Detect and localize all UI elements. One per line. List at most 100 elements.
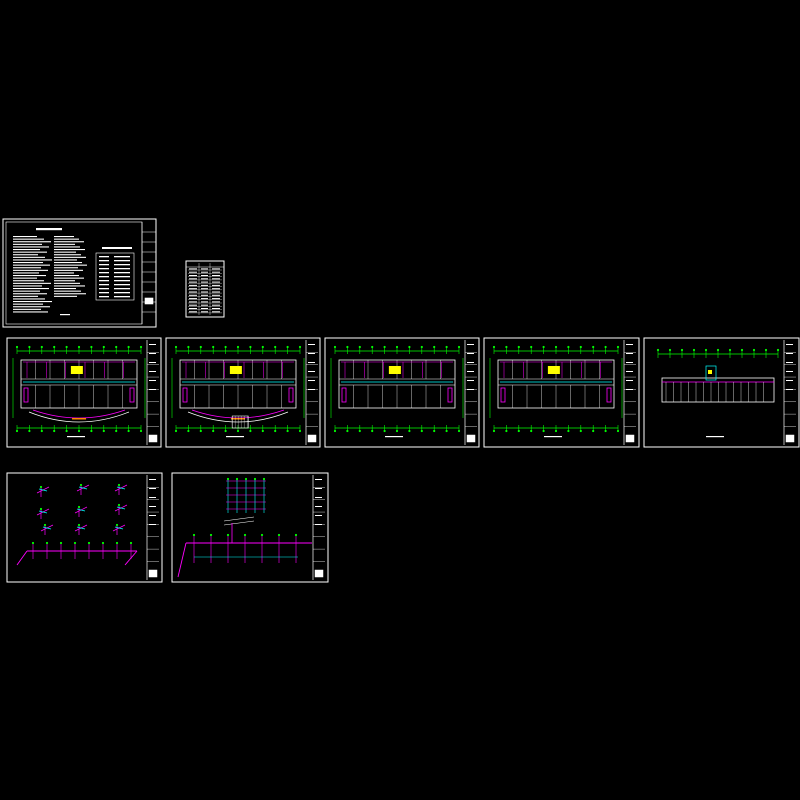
legend-table xyxy=(95,247,135,301)
axis-bubble xyxy=(542,345,545,349)
notes-line-right xyxy=(54,249,85,251)
iso-node xyxy=(129,541,133,545)
entrance-mark xyxy=(72,418,87,420)
axis-bubble xyxy=(53,429,56,433)
axis-bubble xyxy=(286,429,289,433)
notes-line-left xyxy=(13,295,38,297)
iso-pipe xyxy=(78,486,88,490)
notes-heading xyxy=(36,228,62,231)
table-cell-text xyxy=(201,278,208,280)
iso-node xyxy=(77,505,81,509)
title-block-text xyxy=(786,389,793,390)
title-block-text xyxy=(149,524,156,525)
stair-highlight xyxy=(388,366,401,374)
axis-bubble xyxy=(274,345,277,349)
title-block-text xyxy=(315,497,322,498)
table-cell-text xyxy=(212,278,220,280)
axis-bubble xyxy=(433,429,436,433)
table-cell-text xyxy=(212,271,220,273)
axis-bubble xyxy=(212,345,215,349)
sheet-floor-plan-4[interactable] xyxy=(483,337,640,448)
table-cell-text xyxy=(189,275,197,276)
sheet-roof-plan[interactable] xyxy=(643,337,800,448)
sheet-floor-plan-3[interactable] xyxy=(324,337,480,448)
axis-bubble xyxy=(716,348,720,352)
notes-line-right xyxy=(54,241,84,243)
sheet-design-notes[interactable] xyxy=(2,218,157,328)
title-block-text xyxy=(467,389,474,390)
title-block-text xyxy=(467,380,474,381)
iso-node xyxy=(260,533,264,537)
notes-line-left xyxy=(13,249,40,251)
legend-label xyxy=(114,272,130,274)
title-block-text xyxy=(149,497,156,498)
axis-bubble xyxy=(333,345,337,349)
iso-pipe xyxy=(38,510,48,514)
axis-bubble xyxy=(174,429,178,433)
iso-node xyxy=(294,533,298,537)
iso-pipe xyxy=(76,508,86,512)
axis-bubble xyxy=(90,429,93,433)
sheet-floor-plan-2[interactable] xyxy=(165,337,321,448)
axis-bubble xyxy=(408,429,411,433)
axis-bubble xyxy=(261,429,264,433)
notes-line-right xyxy=(54,280,75,282)
axis-bubble xyxy=(457,345,461,349)
axis-bubble xyxy=(115,345,118,349)
sheet-floor-plan-1[interactable] xyxy=(6,337,162,448)
title-block-text xyxy=(315,524,322,525)
axis-bubble xyxy=(346,429,349,433)
table-cell-text xyxy=(189,291,197,293)
axis-bubble xyxy=(127,429,130,433)
sheet-system-diagram-2[interactable] xyxy=(171,472,329,583)
iso-pipe xyxy=(76,526,86,530)
table-cell-text xyxy=(201,298,208,300)
title-block-text xyxy=(149,488,156,489)
notes-line-left xyxy=(13,301,52,303)
sheet-equipment-table[interactable] xyxy=(185,260,225,318)
iso-node xyxy=(243,533,247,537)
title-block-text xyxy=(467,362,474,363)
notes-line-left xyxy=(13,262,43,264)
legend-label xyxy=(114,276,130,278)
title-block-text xyxy=(308,380,315,381)
title-block-text xyxy=(149,353,156,354)
floor-plan-drawing xyxy=(171,340,318,445)
axis-bubble xyxy=(505,345,508,349)
axis-bubble xyxy=(592,345,595,349)
title-block-text xyxy=(786,344,793,345)
axis-bubble xyxy=(371,429,374,433)
axis-bubble xyxy=(554,429,558,433)
roof-plan-drawing xyxy=(656,340,796,445)
axis-bubble xyxy=(40,345,43,349)
axis-bubble xyxy=(139,345,143,349)
sheet-system-diagram-1[interactable] xyxy=(6,472,163,583)
notes-line-left xyxy=(13,243,42,245)
table-cell-text xyxy=(201,268,208,270)
axis-bubble xyxy=(383,345,386,349)
axis-bubble xyxy=(127,345,130,349)
axis-bubble xyxy=(212,429,215,433)
table-cell-text xyxy=(189,288,197,290)
axis-bubble xyxy=(567,429,570,433)
axis-bubble xyxy=(408,345,411,349)
iso-manifold xyxy=(223,516,255,522)
axis-bubble xyxy=(517,429,520,433)
iso-node xyxy=(253,477,257,481)
table-cell-text xyxy=(212,304,220,306)
legend-symbol xyxy=(99,292,109,294)
table-cell-text xyxy=(212,281,220,283)
iso-pipe xyxy=(116,506,126,510)
drawing-caption xyxy=(226,436,244,438)
title-block-stamp xyxy=(785,434,795,443)
table-cell-text xyxy=(201,291,208,293)
legend-symbol xyxy=(99,272,109,274)
notes-line-left xyxy=(13,236,37,238)
axis-bubble xyxy=(656,348,660,352)
axis-bubble xyxy=(567,345,570,349)
axis-bubble xyxy=(249,345,252,349)
title-block-text xyxy=(149,344,156,345)
riser-shaft xyxy=(341,387,347,403)
axis-bubble xyxy=(554,345,558,349)
axis-bubble xyxy=(224,345,227,349)
